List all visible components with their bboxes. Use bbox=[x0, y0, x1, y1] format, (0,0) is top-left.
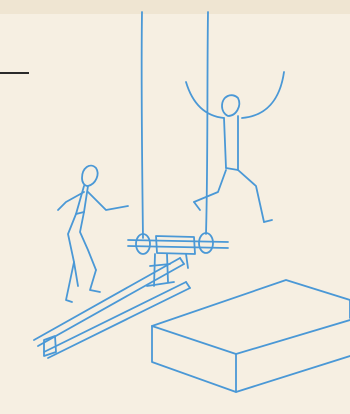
trampoline-block bbox=[152, 280, 350, 392]
support-post bbox=[147, 254, 174, 286]
seesaw-board bbox=[34, 258, 190, 358]
rope-right bbox=[206, 12, 208, 234]
rope-left bbox=[142, 12, 143, 238]
figure-left bbox=[58, 166, 128, 302]
figure-right bbox=[186, 72, 284, 222]
